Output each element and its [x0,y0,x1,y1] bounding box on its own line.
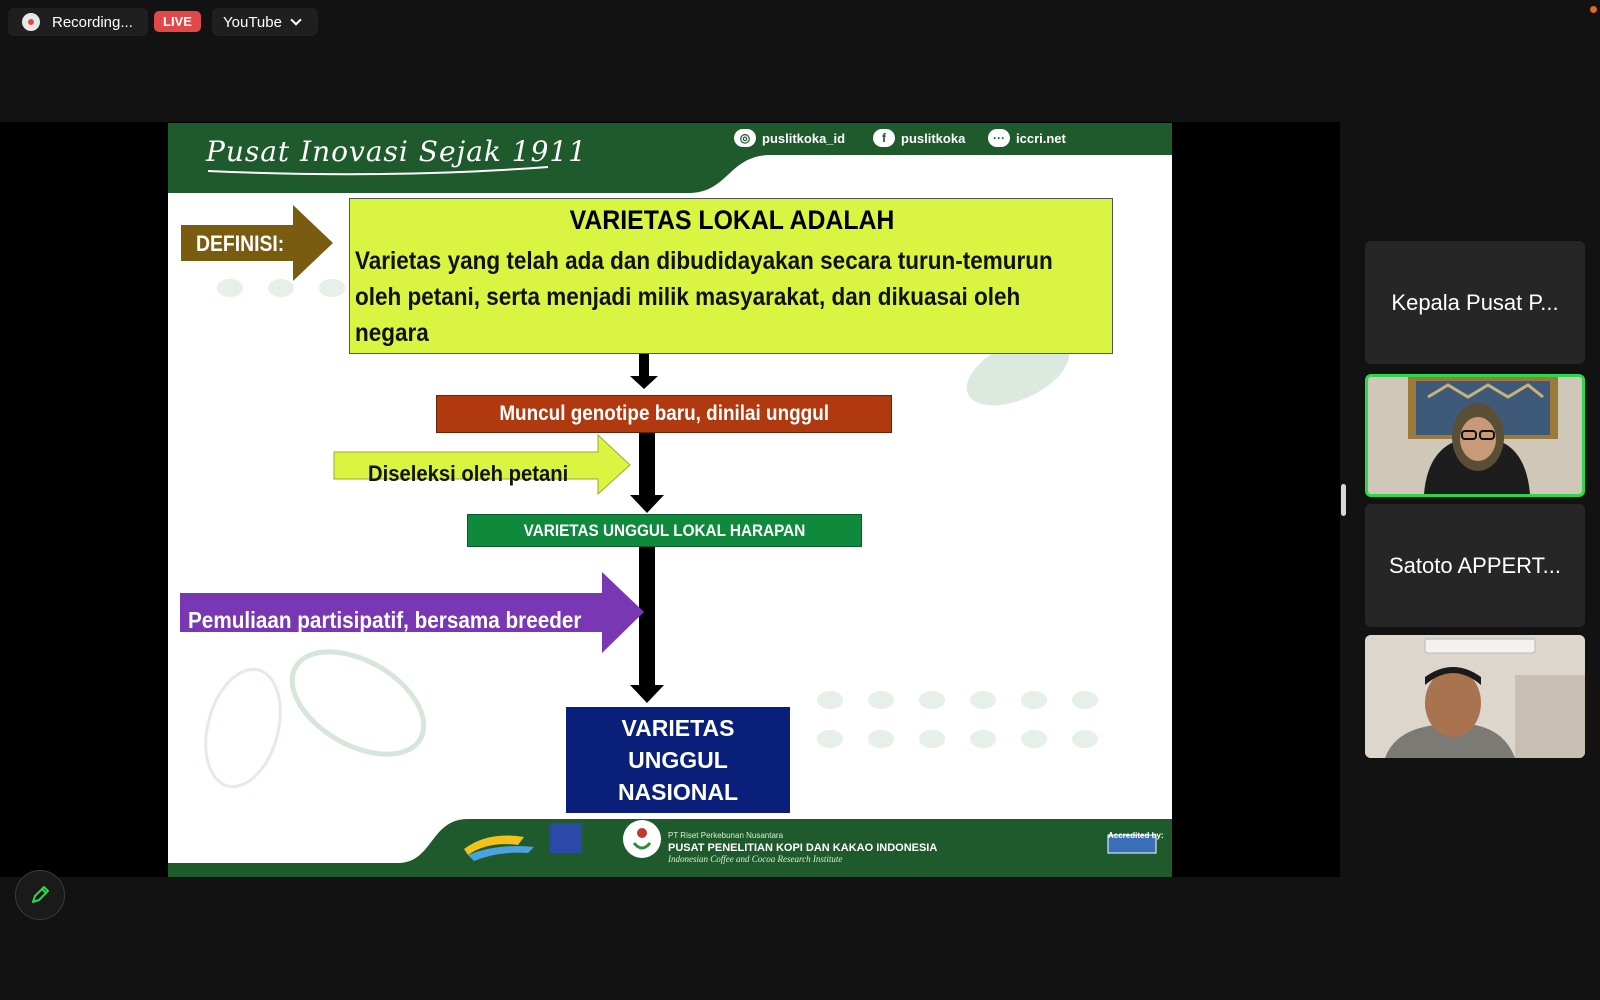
definition-box: VARIETAS LOKAL ADALAH Varietas yang tela… [349,198,1113,354]
presentation-slide: Pusat Inovasi Sejak 1911 ◎ puslitkoka_id… [168,123,1172,877]
footer-company: PT Riset Perkebunan Nusantara [668,831,784,840]
participant-tile[interactable]: Satoto APPERT... [1365,504,1585,627]
definisi-label: DEFINISI: [196,231,285,256]
recording-label: Recording... [52,13,133,31]
step-genotipe-label: Muncul genotipe baru, dinilai unggul [499,402,829,425]
web-icon: ··· [988,129,1010,147]
live-badge[interactable]: LIVE [154,11,201,32]
participant-video-tile-active[interactable] [1365,374,1585,497]
result-line-3: NASIONAL [617,779,739,805]
recording-indicator[interactable]: Recording... [8,8,148,36]
meeting-top-bar: Recording... LIVE YouTube [0,0,1600,44]
step-pemuliaan-label: Pemuliaan partisipatif, bersama breeder [188,607,582,633]
chevron-down-icon [290,14,302,26]
annotate-button[interactable] [15,870,65,920]
participant-video [1368,377,1582,494]
social-facebook-label: puslitkoka [901,130,966,146]
facebook-icon: f [873,129,895,147]
notification-dot-icon [1590,6,1597,13]
participant-video [1365,635,1585,758]
social-facebook: f puslitkoka [873,127,965,149]
participant-name: Kepala Pusat P... [1391,289,1559,315]
instagram-icon: ◎ [734,129,756,147]
participant-tile[interactable]: Kepala Pusat P... [1365,241,1585,364]
step-seleksi-label: Diseleksi oleh petani [368,461,569,486]
flow-arrows [180,354,664,703]
definition-title: VARIETAS LOKAL ADALAH [569,205,895,235]
social-web-label: iccri.net [1016,130,1066,146]
footer-institute-name: PUSAT PENELITIAN KOPI DAN KAKAO INDONESI… [668,842,938,854]
pencil-icon [32,886,49,903]
footer-accredited: Accredited by: [1108,831,1164,840]
step-harapan-box: VARIETAS UNGGUL LOKAL HARAPAN [467,514,862,547]
participant-name: Satoto APPERT... [1388,552,1562,578]
social-web: ··· iccri.net [988,127,1066,149]
definisi-arrow [181,205,333,281]
stream-target-dropdown[interactable]: YouTube [212,8,318,36]
step-genotipe-box: Muncul genotipe baru, dinilai unggul [436,395,892,433]
step-harapan-label: VARIETAS UNGGUL LOKAL HARAPAN [523,520,806,540]
result-nasional-box: VARIETAS UNGGUL NASIONAL [566,707,790,813]
result-line-2: UNGGUL [628,747,728,773]
slide-header-ribbon [168,123,1172,193]
stream-target-label: YouTube [223,13,282,31]
panel-resize-handle[interactable] [1341,484,1346,516]
slide-footer-ribbon [168,819,1172,877]
slide-tagline: Pusat Inovasi Sejak 1911 [206,135,588,168]
definition-body: Varietas yang telah ada dan dibudidayaka… [355,247,1053,347]
result-line-1: VARIETAS [621,715,735,741]
record-icon [22,13,40,31]
footer-institute-english: Indonesian Coffee and Cocoa Research Ins… [668,854,843,864]
social-instagram: ◎ puslitkoka_id [734,127,845,149]
social-instagram-label: puslitkoka_id [762,130,846,146]
participant-video-tile[interactable] [1365,635,1585,758]
